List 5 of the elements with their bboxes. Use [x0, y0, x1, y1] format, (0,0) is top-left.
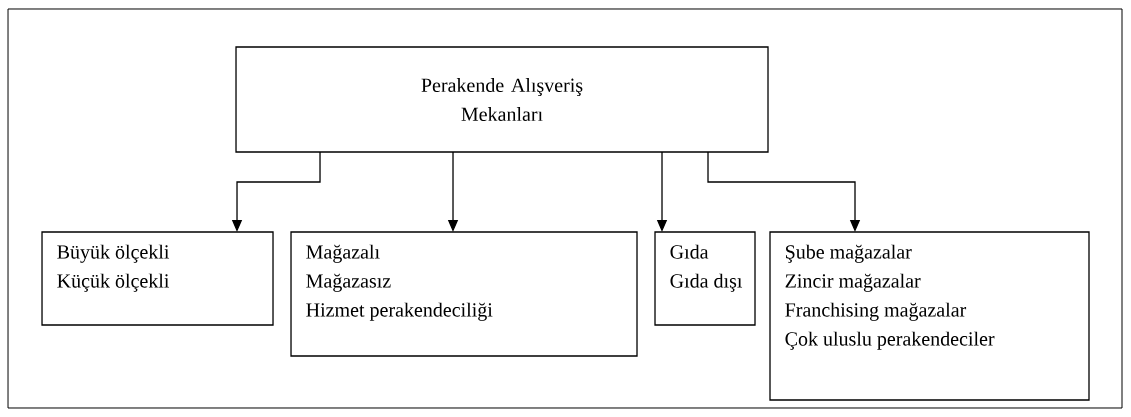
category-box: Büyük ölçekli Küçük ölçekli: [41, 231, 274, 326]
category-box: Mağazalı Mağazasız Hizmet perakendeciliği: [290, 231, 638, 357]
title-box: Perakende Alışveriş Mekanları: [235, 46, 769, 153]
category-box: Şube mağazalar Zincir mağazalar Franchising mağazalar Çok uluslu perakendeciler: [769, 231, 1090, 401]
category-box: Gıda Gıda dışı: [654, 231, 756, 326]
